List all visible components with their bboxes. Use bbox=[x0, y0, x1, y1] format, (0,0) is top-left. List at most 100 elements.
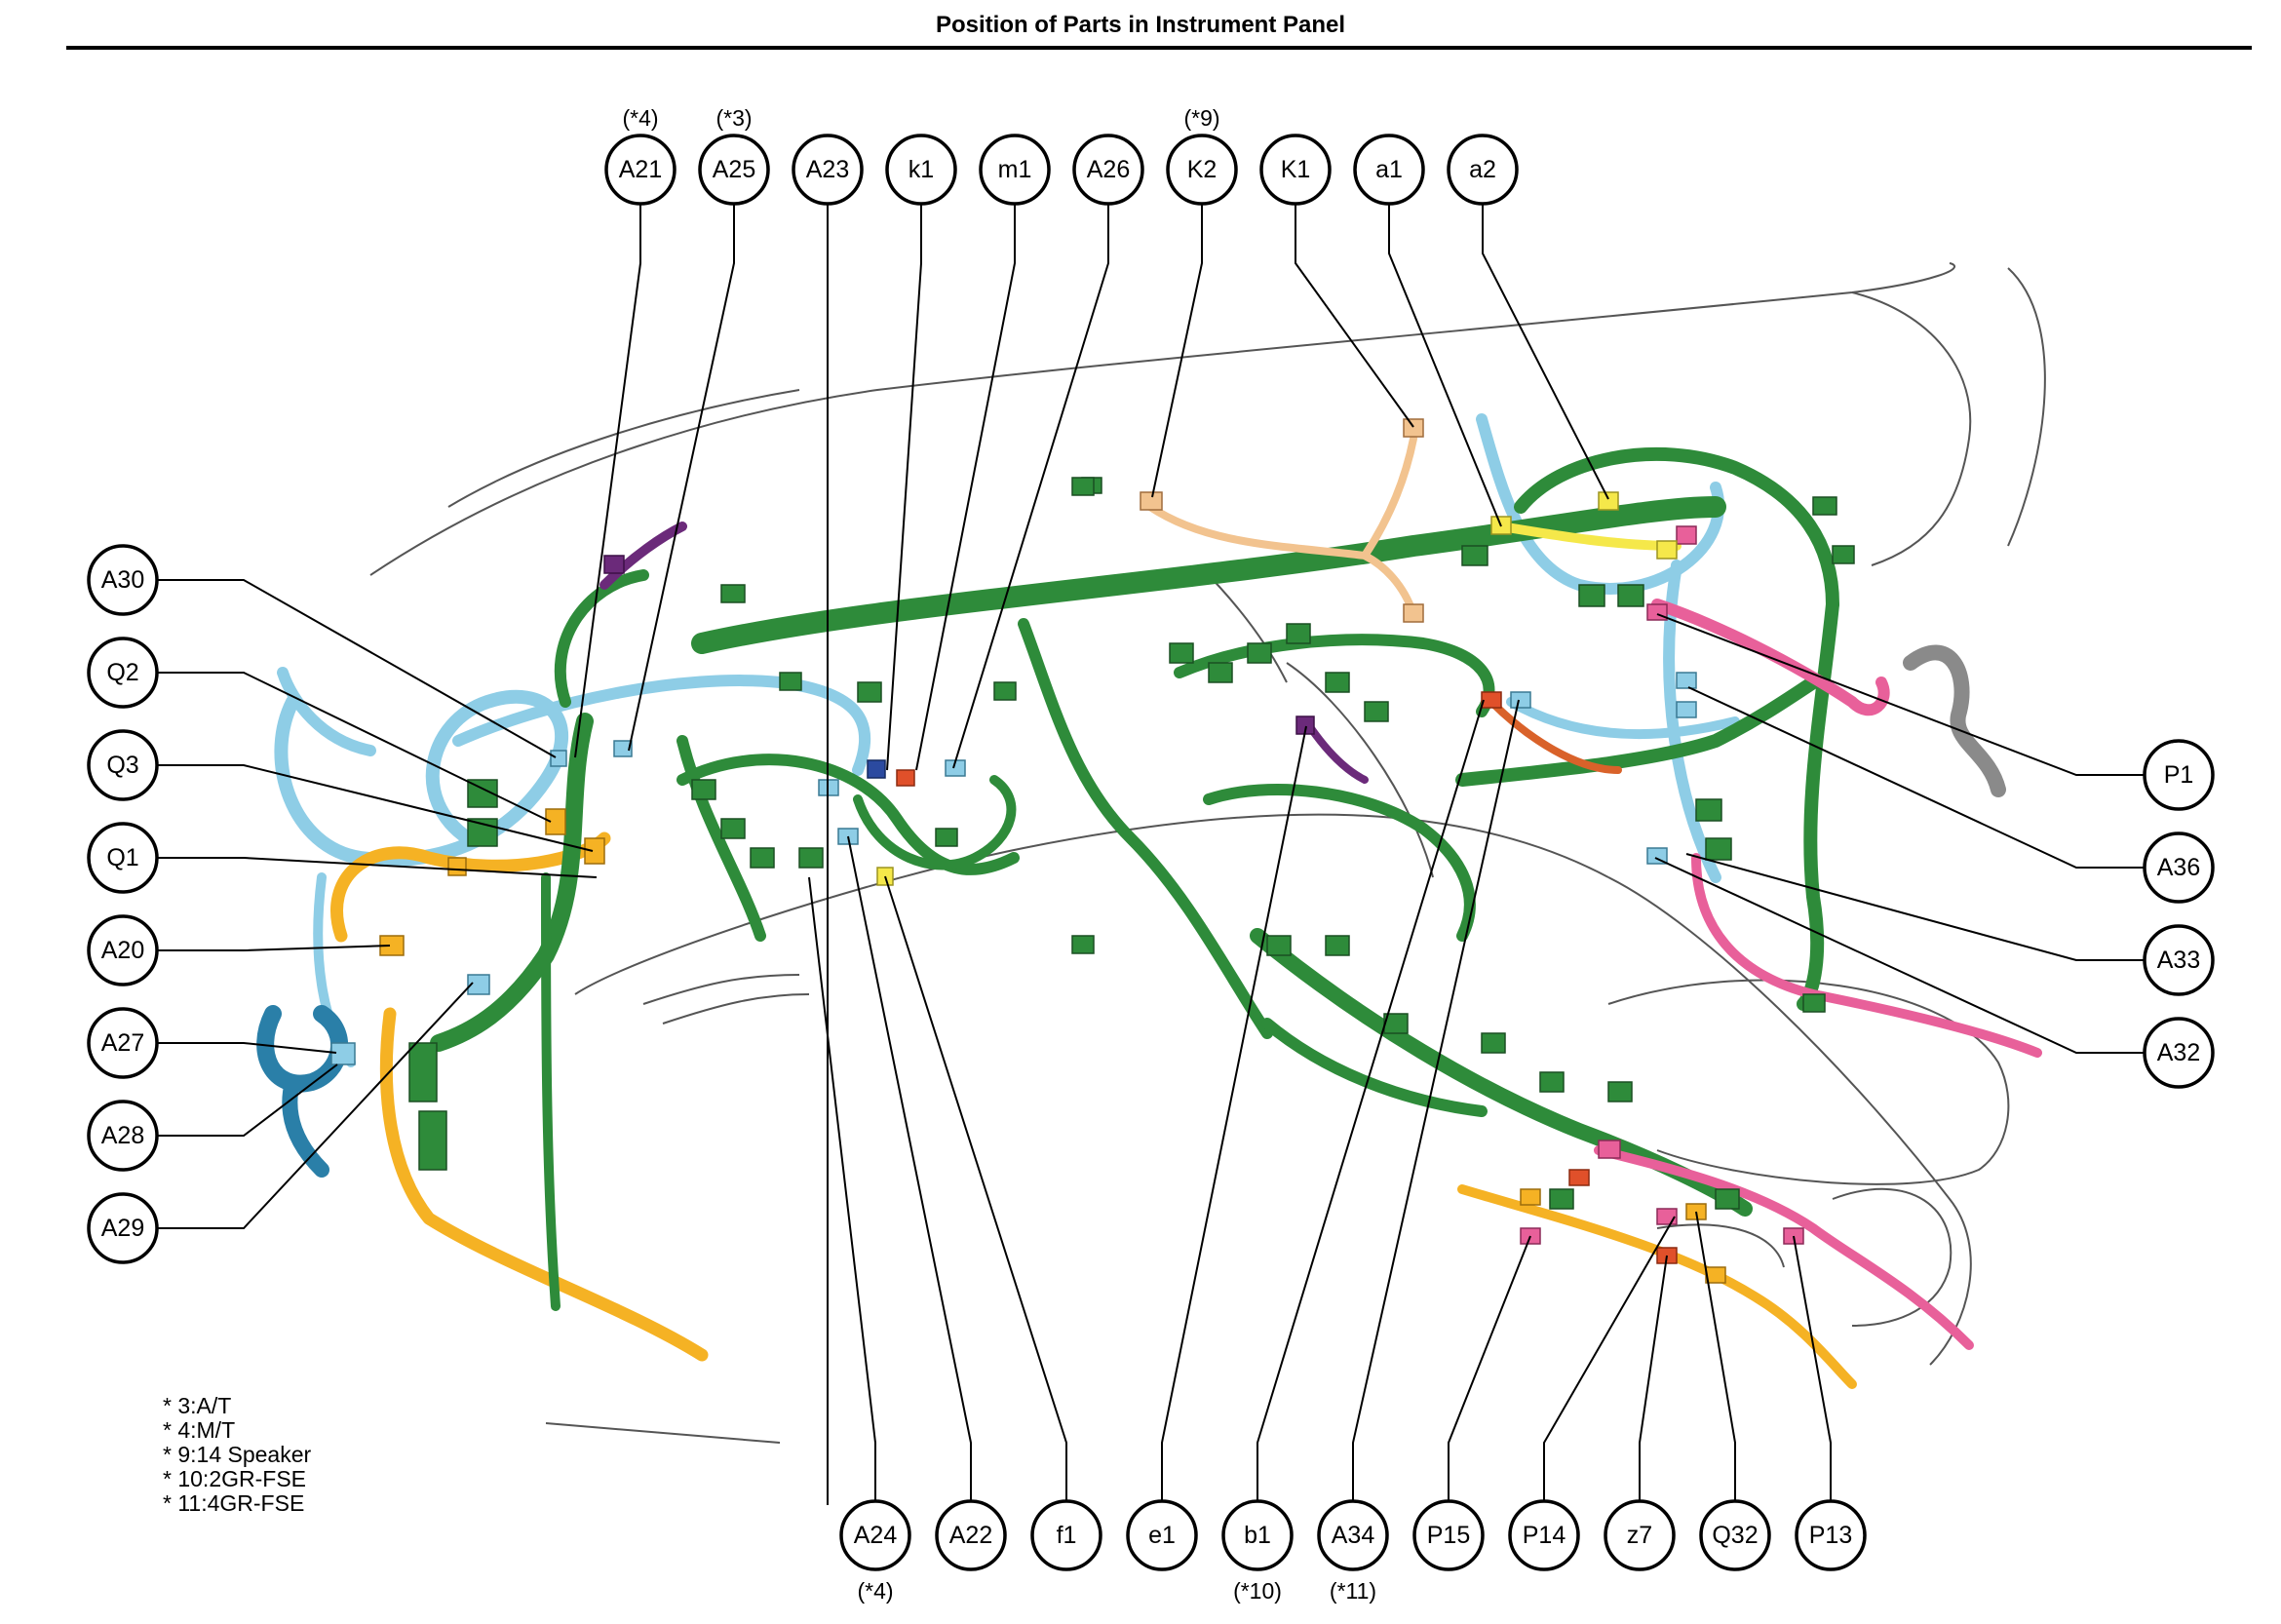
callout-note: (*11) bbox=[1330, 1578, 1376, 1604]
callout-circle bbox=[1221, 1499, 1294, 1571]
callout-a33: A33 bbox=[2143, 924, 2215, 996]
connector-block bbox=[1676, 701, 1697, 718]
callout-a24: A24(*4) bbox=[839, 1499, 911, 1604]
callout-q3: Q3 bbox=[87, 729, 159, 801]
connector-block bbox=[1071, 477, 1095, 496]
callout-label: K1 bbox=[1281, 156, 1311, 183]
harness-wires bbox=[256, 413, 2042, 1389]
connector-block bbox=[1656, 540, 1678, 560]
harness-green-mid-right bbox=[1455, 676, 1820, 787]
callout-f1: f1 bbox=[1030, 1499, 1102, 1571]
callout-a23: A23 bbox=[792, 134, 864, 206]
callout-circle bbox=[1353, 134, 1425, 206]
callout-label: Q2 bbox=[106, 659, 138, 686]
callout-circle bbox=[87, 1007, 159, 1079]
connector-block bbox=[467, 974, 490, 995]
body-outline bbox=[369, 262, 2046, 1444]
callout-label: m1 bbox=[998, 156, 1032, 183]
callout-label: b1 bbox=[1244, 1522, 1271, 1549]
callout-label: A26 bbox=[1087, 156, 1130, 183]
callout-label: A29 bbox=[101, 1215, 144, 1242]
harness-blue-arc bbox=[277, 667, 376, 756]
connector-block bbox=[1676, 672, 1697, 689]
callout-circle bbox=[1317, 1499, 1389, 1571]
callout-z7: z7 bbox=[1604, 1499, 1676, 1571]
callout-a2: a2 bbox=[1447, 134, 1519, 206]
connector-block bbox=[330, 1042, 356, 1065]
callout-q32: Q32 bbox=[1699, 1499, 1771, 1571]
connector-block bbox=[1520, 1188, 1541, 1206]
connector-block bbox=[1705, 837, 1732, 861]
connector-block bbox=[798, 847, 824, 869]
callout-label: f1 bbox=[1057, 1522, 1077, 1549]
callout-circle bbox=[698, 134, 770, 206]
callout-label: A34 bbox=[1332, 1522, 1375, 1549]
callout-label: z7 bbox=[1627, 1522, 1652, 1549]
harness-pink-bottom bbox=[1594, 1145, 1974, 1350]
callout-circle bbox=[792, 134, 864, 206]
harness-blue-mid bbox=[1506, 697, 1740, 740]
callout-circle bbox=[1604, 1499, 1676, 1571]
connector-block bbox=[1832, 545, 1855, 564]
callout-a20: A20 bbox=[87, 914, 159, 986]
callout-m1: m1 bbox=[979, 134, 1051, 206]
connector-block bbox=[779, 672, 802, 691]
callout-a25: A25(*3) bbox=[698, 105, 770, 206]
callout-label: a1 bbox=[1375, 156, 1403, 183]
callout-a29: A29 bbox=[87, 1192, 159, 1264]
footnote: * 3:A/T bbox=[163, 1393, 232, 1418]
callout-label: A20 bbox=[101, 937, 144, 964]
callout-k2: K2(*9) bbox=[1166, 105, 1238, 206]
callout-circle bbox=[1072, 134, 1144, 206]
callout-circle bbox=[979, 134, 1051, 206]
connector-block bbox=[1325, 935, 1350, 956]
connector-block bbox=[584, 837, 605, 865]
callout-label: a2 bbox=[1469, 156, 1496, 183]
harness-green-center bbox=[677, 754, 1020, 875]
callout-a30: A30 bbox=[87, 544, 159, 616]
callout-e1: e1 bbox=[1126, 1499, 1198, 1571]
callout-circle bbox=[1795, 1499, 1867, 1571]
callout-label: A27 bbox=[101, 1029, 144, 1057]
connector-block bbox=[1169, 642, 1194, 664]
callout-k1: K1 bbox=[1259, 134, 1332, 206]
callout-p15: P15 bbox=[1412, 1499, 1485, 1571]
connector-block bbox=[1208, 662, 1233, 683]
connector-block bbox=[1403, 603, 1424, 623]
callout-circle bbox=[885, 134, 957, 206]
connector-block bbox=[447, 857, 467, 876]
harness-green-main-bar bbox=[691, 496, 1726, 654]
callout-a26: A26 bbox=[1072, 134, 1144, 206]
connector-block bbox=[1598, 491, 1619, 511]
callout-label: e1 bbox=[1148, 1522, 1176, 1549]
callout-circle bbox=[87, 822, 159, 894]
connector-block bbox=[1598, 1140, 1621, 1159]
connector-block bbox=[1812, 496, 1837, 516]
callout-circle bbox=[87, 729, 159, 801]
connector-block bbox=[1247, 642, 1272, 664]
callout-label: A24 bbox=[854, 1522, 898, 1549]
harness-blue-left bbox=[274, 689, 569, 867]
callout-p13: P13 bbox=[1795, 1499, 1867, 1571]
connector-block bbox=[720, 584, 746, 603]
callout-a28: A28 bbox=[87, 1100, 159, 1172]
harness-pink-right bbox=[1651, 599, 1890, 716]
connector-block bbox=[550, 750, 567, 767]
callout-circle bbox=[87, 544, 159, 616]
connector-block bbox=[867, 759, 886, 779]
callout-p1: P1 bbox=[2143, 739, 2215, 811]
callout-circle bbox=[2143, 1017, 2215, 1089]
connector-block bbox=[1325, 672, 1350, 693]
connector-block bbox=[1715, 1188, 1740, 1210]
harness-teal-2 bbox=[282, 1074, 329, 1178]
title-rule bbox=[66, 46, 2252, 50]
harness-green-dash bbox=[1174, 634, 1495, 717]
connector-block bbox=[1481, 691, 1502, 709]
grommet bbox=[1903, 644, 2006, 797]
callout-circle bbox=[1699, 1499, 1771, 1571]
connector-block bbox=[1802, 993, 1826, 1013]
callout-label: K2 bbox=[1187, 156, 1218, 183]
connector-block bbox=[1676, 525, 1697, 545]
callout-label: Q1 bbox=[106, 844, 138, 871]
